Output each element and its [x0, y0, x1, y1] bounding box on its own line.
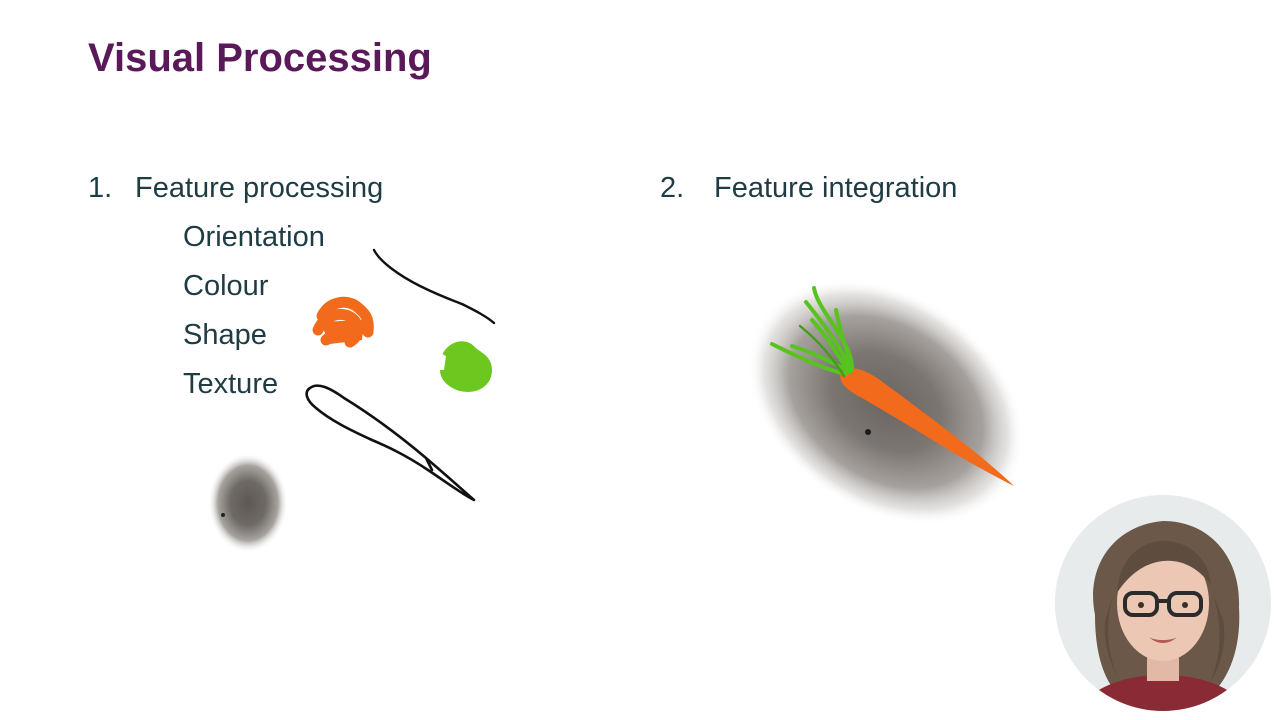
feature-integration-heading: Feature integration	[714, 172, 958, 204]
carrot-outline-icon	[305, 384, 476, 502]
list-number-2: 2.	[660, 172, 685, 204]
carrot-icon	[747, 279, 1025, 525]
green-scribble-icon	[440, 341, 492, 392]
orange-scribble-icon	[312, 296, 374, 348]
feature-shape: Shape	[183, 319, 267, 351]
feature-orientation: Orientation	[183, 221, 325, 253]
line-stroke-icon	[372, 248, 496, 325]
feature-processing-heading: Feature processing	[135, 172, 384, 204]
list-number-1: 1.	[88, 172, 113, 204]
presenter-portrait	[1055, 495, 1271, 711]
presenter-avatar	[1055, 495, 1271, 711]
slide-title: Visual Processing	[88, 36, 432, 80]
texture-oval-icon	[208, 453, 288, 553]
feature-colour: Colour	[183, 270, 269, 302]
feature-texture: Texture	[183, 368, 279, 400]
